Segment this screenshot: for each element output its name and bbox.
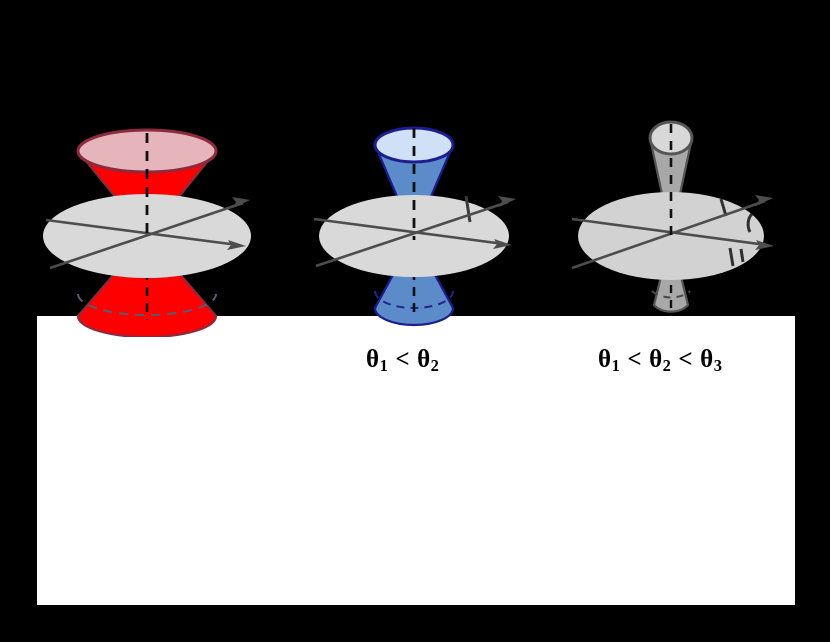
- gray-angle-arc-upper: [746, 212, 754, 233]
- caption-theta-inequality-middle: θ1<θ2: [366, 346, 440, 375]
- caption-mid-theta1: θ: [366, 346, 380, 373]
- gray-angle-tick-upper: [719, 198, 728, 217]
- gray-angle-ticks: [719, 198, 754, 267]
- caption-mid-op1: <: [395, 346, 411, 373]
- caption-right-theta1: θ: [598, 346, 612, 373]
- gray-axis-x-line: [571, 217, 767, 247]
- blue-axes: [313, 200, 509, 268]
- red-axis-y-arrowhead: [232, 197, 250, 208]
- gray-angle-tick-lower: [728, 247, 735, 267]
- red-axis-x-line: [45, 218, 239, 247]
- red-axes: [45, 201, 244, 270]
- red-axis-y-line: [49, 201, 244, 270]
- caption-right-sub1: 1: [611, 355, 621, 375]
- caption-mid-sub2: 2: [430, 355, 440, 375]
- gray-axis-arrowheads: [755, 195, 774, 250]
- caption-right-sub2: 2: [662, 355, 672, 375]
- caption-right-theta2: θ: [649, 346, 663, 373]
- white-background-panel: [37, 316, 795, 605]
- blue-axis-y-line: [315, 200, 509, 268]
- caption-right-op2: <: [678, 346, 694, 373]
- caption-right-op1: <: [627, 346, 643, 373]
- gray-angle-tick-lower-2: [739, 248, 745, 263]
- gray-upper-cone-cap: [648, 120, 694, 156]
- red-axis-arrowheads: [227, 197, 250, 250]
- gray-axis-x-arrowhead: [755, 240, 774, 250]
- caption-mid-sub1: 1: [379, 355, 389, 375]
- gray-equatorial-disk: [578, 192, 764, 280]
- caption-mid-theta2: θ: [417, 346, 431, 373]
- gray-lower-hidden-rim: [651, 290, 691, 299]
- red-axis-x-arrowhead: [227, 240, 246, 250]
- blue-axis-arrowheads: [493, 196, 516, 249]
- gray-axis-y-line: [571, 199, 766, 270]
- caption-right-sub3: 3: [713, 355, 723, 375]
- blue-angle-tick: [464, 195, 472, 223]
- gray-upper-cone: [648, 120, 694, 237]
- blue-axis-y-arrowhead: [498, 196, 516, 207]
- blue-axis-x-arrowhead: [493, 239, 512, 249]
- red-lower-cone: [76, 247, 218, 337]
- gray-axis-y-arrowhead: [755, 195, 773, 206]
- blue-axis-x-line: [313, 217, 505, 246]
- blue-lower-cone: [373, 247, 455, 327]
- gray-axes: [571, 199, 767, 270]
- caption-right-theta3: θ: [700, 346, 714, 373]
- blue-lower-cone-body: [373, 247, 455, 327]
- caption-theta-inequality-right: θ1<θ2<θ3: [598, 346, 723, 375]
